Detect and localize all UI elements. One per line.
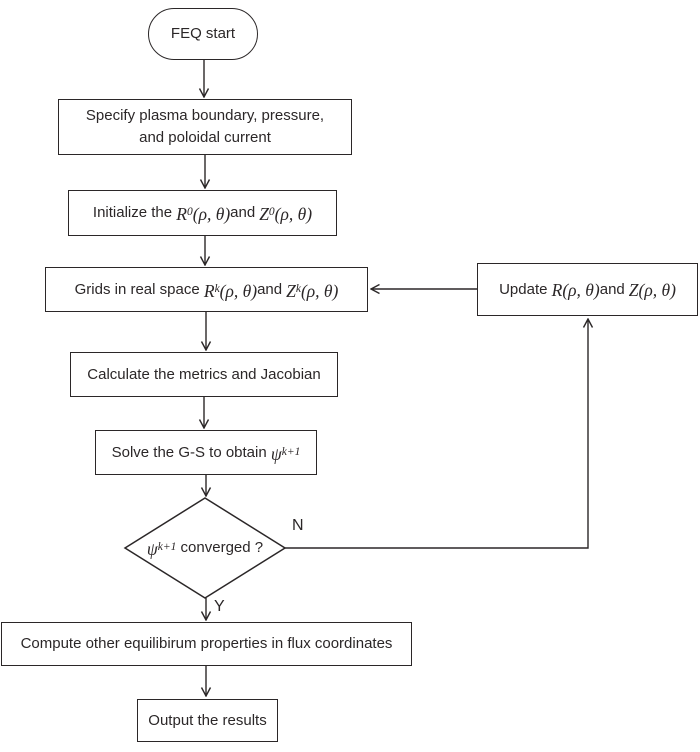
math-psi-solve: ψk+1 (271, 441, 301, 465)
math-psi-solve-sup: k+1 (281, 445, 301, 458)
math-rk: Rk(ρ, θ) (204, 278, 257, 302)
math-zk-sup: k (295, 282, 301, 295)
node-calculate: Calculate the metrics and Jacobian (70, 352, 338, 397)
node-compute-label: Compute other equilibirum properties in … (20, 635, 393, 652)
math-r-base: R (551, 279, 563, 300)
node-compute: Compute other equilibirum properties in … (1, 622, 412, 666)
math-rk-base: R (203, 280, 215, 301)
node-initialize-text: Initialize the (92, 204, 173, 221)
math-r0-args: (ρ, θ) (192, 204, 231, 224)
math-rk-sup: k (214, 282, 220, 295)
math-zk-base: Z (286, 280, 296, 301)
node-solve-text: Solve the G-S to obtain (111, 443, 267, 461)
node-initialize-and: and (230, 204, 256, 221)
node-specify-label: Specify plasma boundary, pressure, and p… (86, 105, 324, 149)
node-specify-line2: and poloidal current (139, 129, 271, 146)
math-z: Z(ρ, θ) (629, 279, 676, 301)
math-zk: Zk(ρ, θ) (286, 278, 338, 302)
node-initialize: Initialize the R0(ρ, θ) and Z0(ρ, θ) (68, 190, 337, 236)
math-zk-args: (ρ, θ) (300, 280, 339, 301)
math-r0-base: R (176, 204, 187, 224)
node-solve: Solve the G-S to obtain ψk+1 (95, 430, 317, 475)
node-output-label: Output the results (148, 711, 267, 729)
edge-label-yes: Y (214, 598, 225, 615)
math-r0: R0(ρ, θ) (176, 201, 230, 225)
node-update-text: Update (499, 280, 548, 298)
edge-label-no: N (292, 517, 304, 534)
math-rk-args: (ρ, θ) (219, 280, 258, 301)
node-start: FEQ start (148, 8, 258, 60)
math-psi-decision: ψk+1 (147, 536, 177, 560)
math-r0-sup: 0 (187, 206, 193, 218)
math-z-base: Z (628, 279, 639, 300)
node-decision-text: converged ? (180, 539, 264, 556)
node-update-and: and (599, 280, 625, 298)
edge-decision-no-to-update (285, 319, 588, 549)
node-start-label: FEQ start (170, 25, 236, 42)
math-z0-base: Z (259, 204, 269, 224)
node-decision: ψk+1 converged ? (110, 530, 300, 566)
node-output: Output the results (137, 699, 278, 742)
math-psi-decision-sup: k+1 (157, 541, 177, 553)
decision-diamond-shape (123, 497, 287, 599)
math-z0-args: (ρ, θ) (274, 204, 313, 224)
node-update: Update R(ρ, θ) and Z(ρ, θ) (477, 263, 698, 316)
math-psi-decision-base: ψ (146, 539, 158, 559)
math-z0: Z0(ρ, θ) (259, 201, 312, 225)
math-r: R(ρ, θ) (552, 279, 600, 301)
node-grids-and: and (257, 280, 283, 298)
node-specify: Specify plasma boundary, pressure, and p… (58, 99, 352, 155)
node-grids-text: Grids in real space (74, 280, 200, 298)
math-psi-solve-base: ψ (270, 443, 282, 464)
math-z-args: (ρ, θ) (638, 279, 676, 300)
math-r-args: (ρ, θ) (562, 279, 600, 300)
node-grids: Grids in real space Rk(ρ, θ) and Zk(ρ, θ… (45, 267, 368, 312)
node-specify-line1: Specify plasma boundary, pressure, (85, 107, 325, 124)
node-calculate-label: Calculate the metrics and Jacobian (87, 365, 321, 383)
math-z0-sup: 0 (268, 206, 275, 218)
